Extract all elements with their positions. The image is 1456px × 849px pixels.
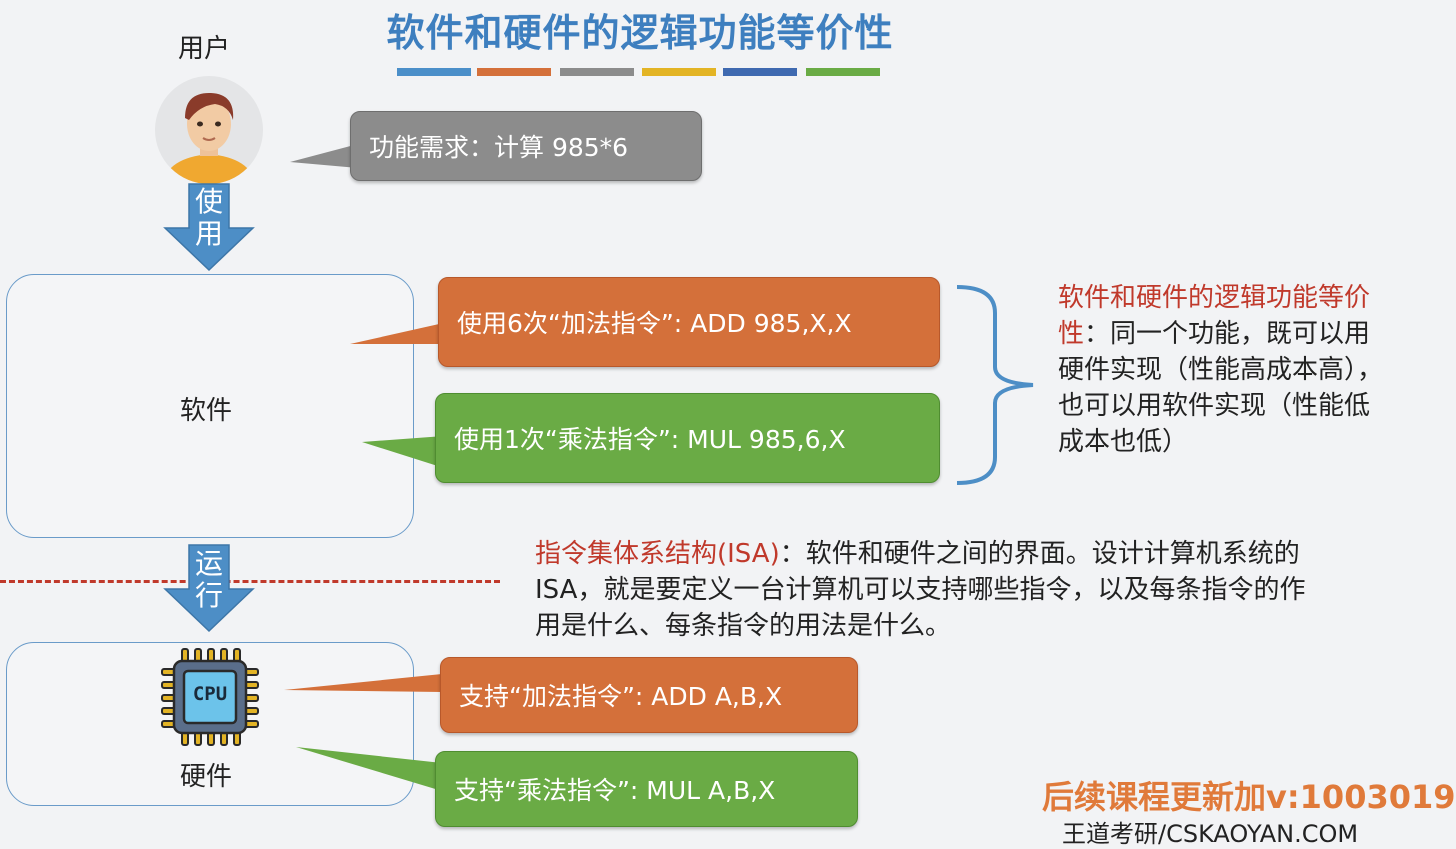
request-pointer — [290, 144, 358, 168]
equivalence-highlight: 软件和硬件的逻辑功能等价性 — [1058, 283, 1371, 349]
use-arrow-icon — [163, 183, 255, 272]
add-option-bubble: 使用6次“加法指令”: ADD 985,X,X — [438, 277, 940, 367]
run-arrow-icon — [163, 544, 255, 633]
user-avatar — [155, 76, 263, 184]
cpu-chip-icon — [158, 645, 262, 749]
run-arrow-label: 运行 — [194, 547, 223, 612]
mul-option-pointer — [362, 436, 444, 468]
brand-text: 王道考研/CSKAOYAN.COM — [1062, 820, 1359, 848]
cpu-chip-text: CPU — [192, 683, 228, 705]
mul-support-pointer — [296, 747, 442, 791]
equivalence-description: 软件和硬件的逻辑功能等价性：同一个功能，既可以用硬件实现（性能高成本高），也可以… — [1058, 280, 1394, 460]
promo-text: 后续课程更新加v:1003019 — [1042, 778, 1456, 816]
color-bar-3 — [560, 68, 634, 76]
mul-support-bubble: 支持“乘法指令”: MUL A,B,X — [435, 751, 858, 827]
use-arrow-label: 使用 — [194, 185, 223, 250]
color-bar-2 — [477, 68, 551, 76]
color-bar-6 — [806, 68, 880, 76]
curly-brace-icon — [956, 285, 1034, 485]
add-option-pointer — [350, 322, 448, 344]
interface-divider — [0, 580, 500, 583]
user-label: 用户 — [178, 34, 231, 64]
isa-highlight: 指令集体系结构(ISA) — [535, 539, 780, 569]
mul-option-bubble: 使用1次“乘法指令”: MUL 985,6,X — [435, 393, 940, 483]
software-label: 软件 — [180, 396, 233, 426]
add-support-bubble: 支持“加法指令”: ADD A,B,X — [440, 657, 858, 733]
color-bar-4 — [642, 68, 716, 76]
isa-text: ：软件和硬件之间的界面。设计计算机系统的ISA，就是要定义一台计算机可以支持哪些… — [535, 539, 1306, 641]
page-title: 软件和硬件的逻辑功能等价性 — [386, 11, 894, 55]
software-box — [6, 274, 414, 538]
isa-description: 指令集体系结构(ISA)：软件和硬件之间的界面。设计计算机系统的ISA，就是要定… — [535, 536, 1325, 644]
color-bar-5 — [723, 68, 797, 76]
request-bubble: 功能需求：计算 985*6 — [350, 111, 702, 181]
color-bar-1 — [397, 68, 471, 76]
hardware-label: 硬件 — [180, 762, 233, 792]
add-support-pointer — [284, 674, 442, 692]
equivalence-text: ：同一个功能，既可以用硬件实现（性能高成本高），也可以用软件实现（性能低成本也低… — [1058, 319, 1384, 457]
